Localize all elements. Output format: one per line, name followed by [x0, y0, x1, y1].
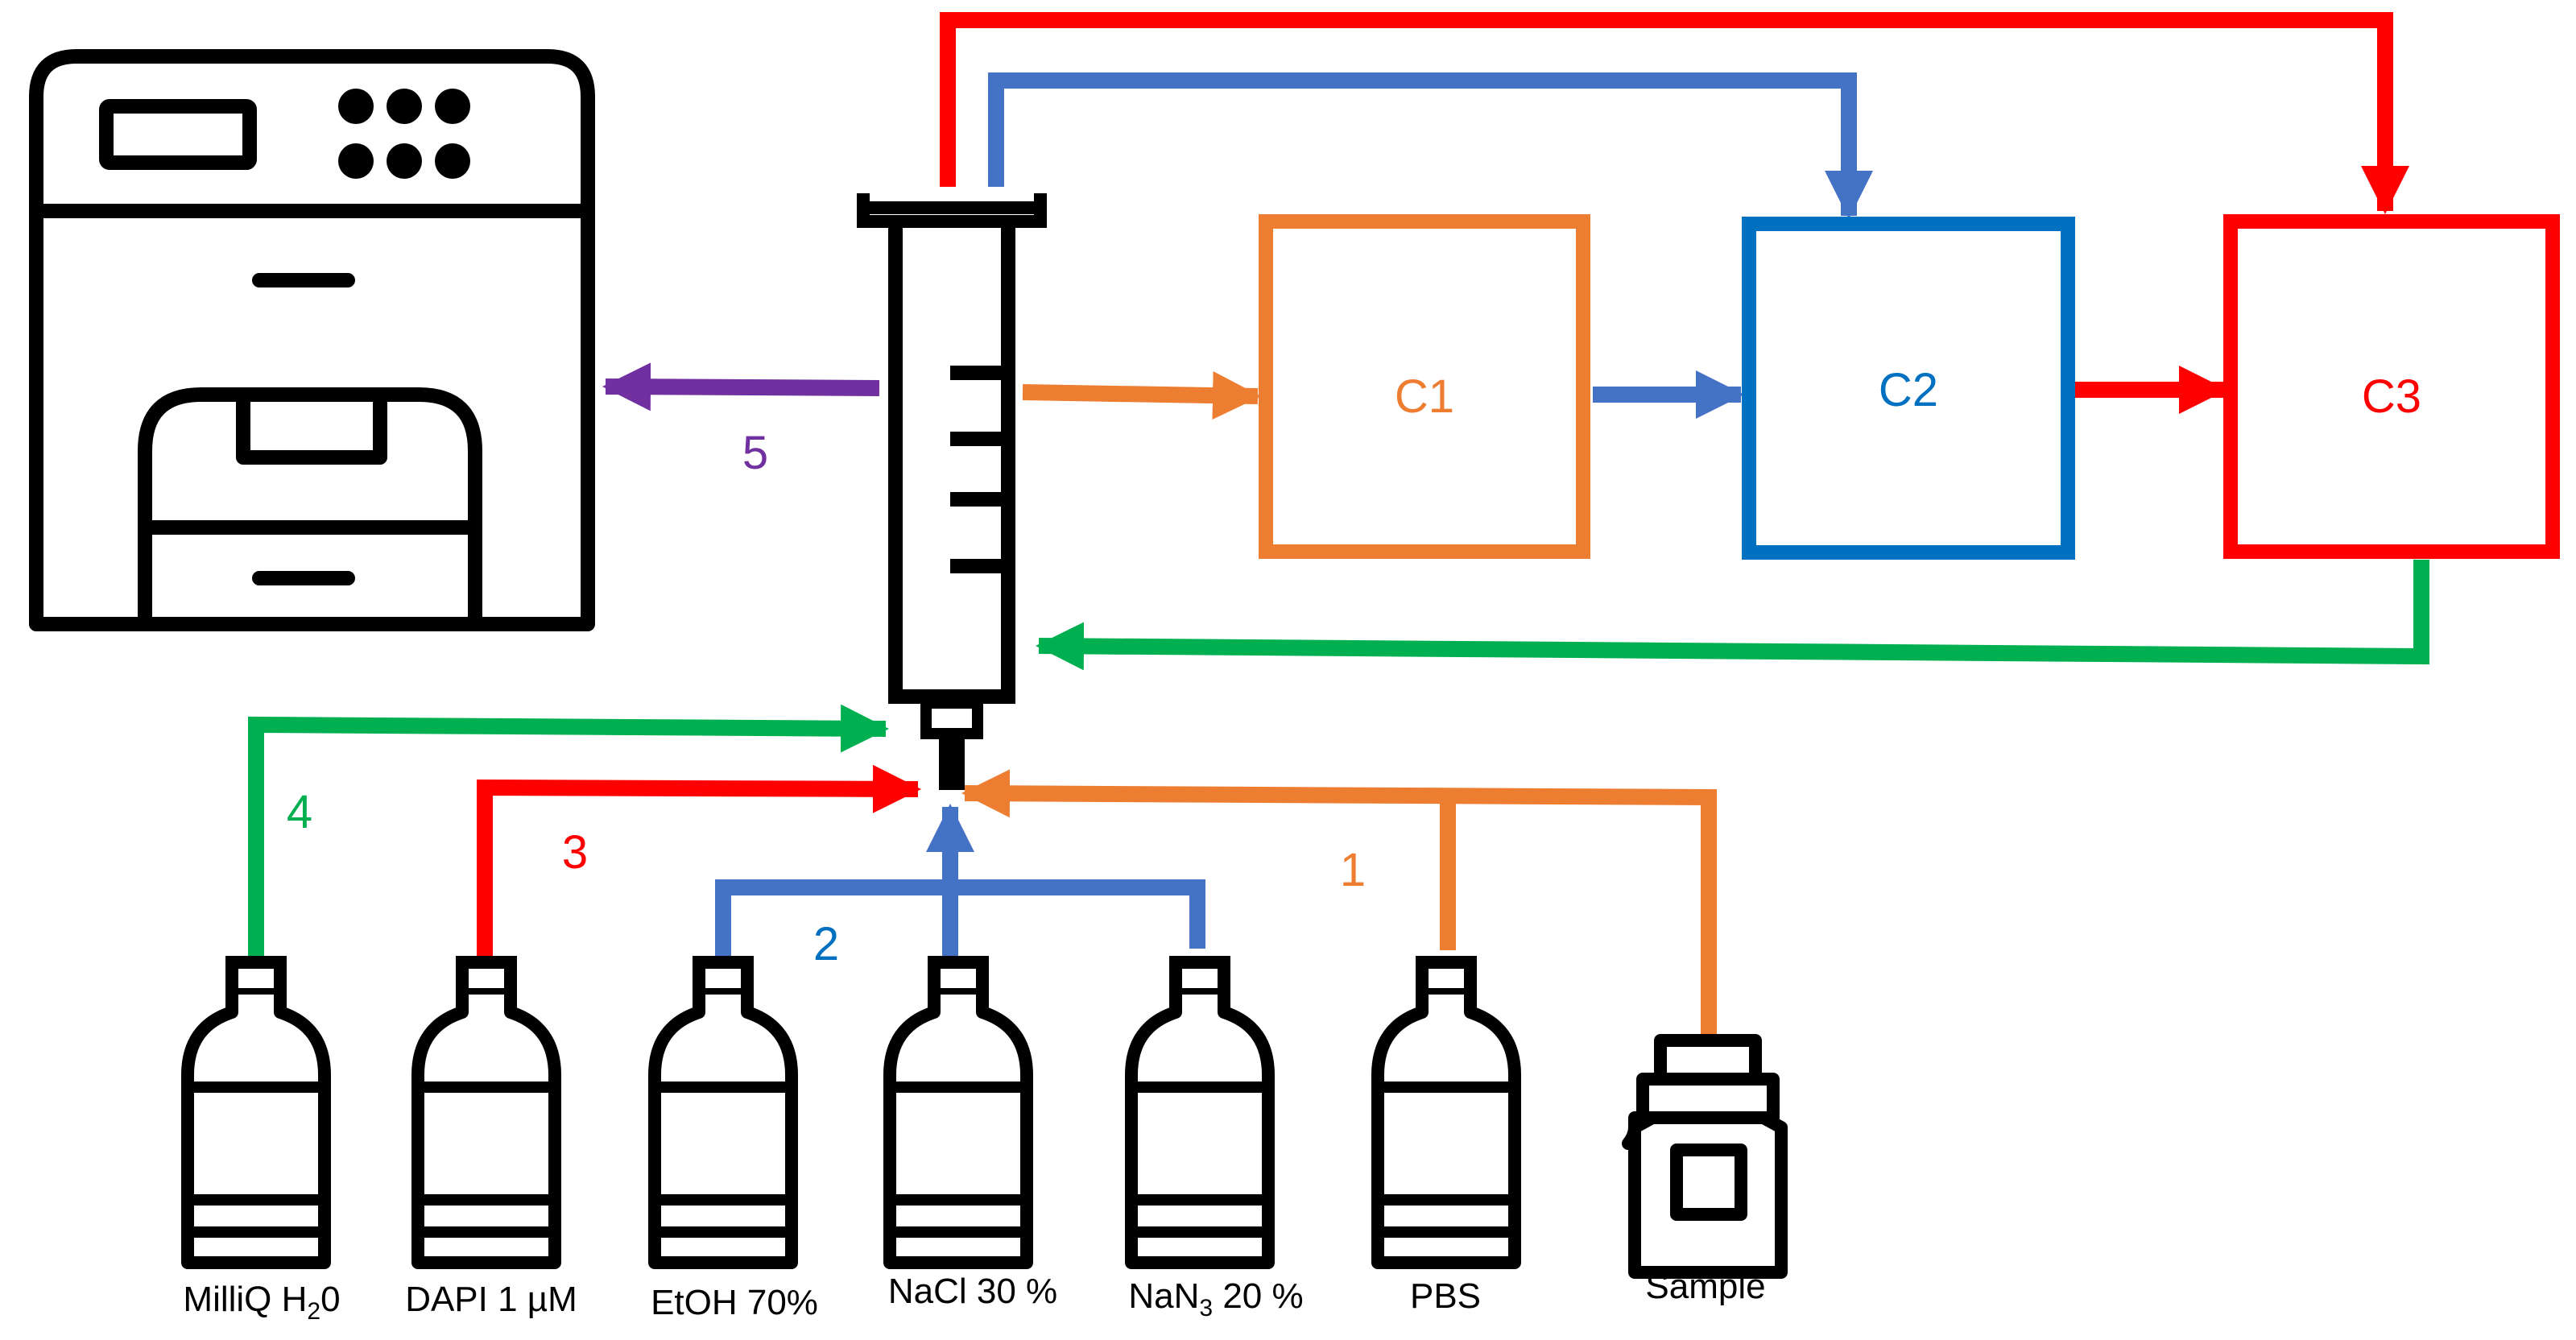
bottle-body — [1371, 995, 1521, 1269]
arrow-milliq-to-syringe — [248, 704, 889, 962]
bottle-body — [1125, 995, 1275, 1269]
arrow-pbs-sample-to-syringe — [961, 769, 1717, 1039]
bottle-etoh — [648, 956, 798, 1269]
label-milliq-tail: 0 — [320, 1280, 340, 1319]
label-milliq: MilliQ H20 — [183, 1280, 340, 1325]
bottle-body — [411, 995, 561, 1269]
step-5-number: 5 — [742, 427, 768, 479]
bottle-body — [648, 995, 798, 1269]
bottle-pbs — [1371, 956, 1521, 1269]
arrow-syringe-to-c3 — [940, 12, 2409, 214]
arrow-c3-to-syringe — [1036, 560, 2429, 671]
label-nan3-text: NaN — [1128, 1276, 1199, 1316]
bottle-cap — [225, 956, 287, 1001]
label-nan3: NaN3 20 % — [1128, 1276, 1303, 1321]
step-4-number: 4 — [287, 786, 312, 838]
chamber-c3: C3 — [2223, 214, 2560, 559]
bottle-cap — [1416, 956, 1477, 1001]
label-pbs: PBS — [1410, 1276, 1481, 1316]
bottle-nan3 — [1125, 956, 1275, 1269]
step-2-number: 2 — [813, 918, 839, 970]
syringe-icon — [857, 193, 1047, 790]
bottle-dapi — [411, 956, 561, 1269]
label-dapi: DAPI 1 µM — [405, 1280, 577, 1319]
arrow-wash-manifold — [715, 879, 1205, 962]
arrow-dapi-to-syringe — [477, 764, 921, 962]
label-nan3-subscript: 3 — [1199, 1295, 1213, 1321]
chamber-c1-label: C1 — [1395, 370, 1454, 423]
bottle-milliq — [181, 956, 331, 1269]
label-milliq-subscript: 2 — [307, 1298, 320, 1325]
chamber-c2: C2 — [1742, 217, 2075, 560]
flow-cytometer-icon — [29, 49, 595, 631]
label-nacl: NaCl 30 % — [888, 1272, 1057, 1311]
arrow-syringe-to-instrument — [602, 362, 880, 412]
bottle-cap — [1169, 956, 1230, 1001]
label-nan3-tail: 20 % — [1213, 1276, 1304, 1316]
bottle-cap — [928, 956, 989, 1001]
chamber-c2-label: C2 — [1879, 364, 1938, 416]
reagent-bottles — [181, 956, 1521, 1269]
bottle-body — [181, 995, 331, 1269]
sample-vial-icon — [1622, 1034, 1788, 1279]
chamber-c3-label: C3 — [2362, 370, 2421, 423]
instrument-indicator-dots — [338, 89, 470, 179]
step-3-number: 3 — [562, 826, 588, 879]
label-sample: Sample — [1645, 1267, 1765, 1306]
bottle-cap — [456, 956, 517, 1001]
arrow-syringe-to-c2 — [988, 72, 1873, 219]
arrow-syringe-to-c1 — [1022, 371, 1261, 420]
bottle-cap — [693, 956, 754, 1001]
bottle-nacl — [883, 956, 1033, 1269]
label-etoh: EtOH 70% — [651, 1283, 818, 1322]
chamber-c1: C1 — [1259, 214, 1590, 559]
bottle-body — [883, 995, 1033, 1269]
step-1-number: 1 — [1340, 844, 1366, 896]
label-milliq-text: MilliQ H — [183, 1280, 307, 1319]
